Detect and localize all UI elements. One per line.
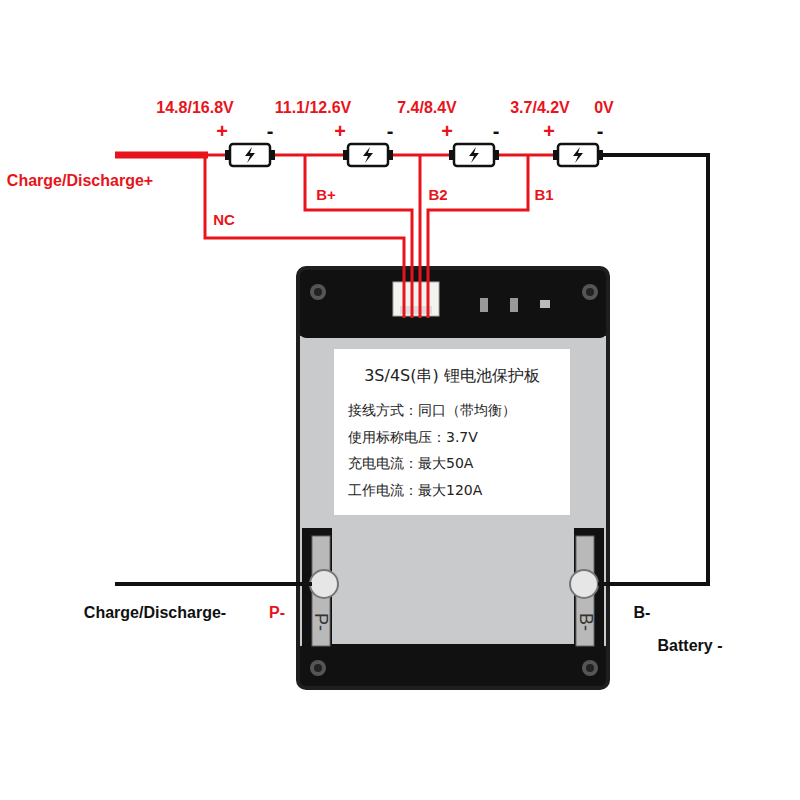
spec-line: 接线方式：同口（带均衡）: [348, 397, 556, 424]
spec-line: 工作电流：最大120A: [348, 477, 556, 504]
polarity-sign: -: [267, 120, 274, 142]
wires: [115, 155, 708, 584]
spec-sticker: 3S/4S(串) 锂电池保护板接线方式：同口（带均衡）使用标称电压：3.7V充电…: [334, 349, 570, 516]
voltage-label: 7.4/8.4V: [397, 99, 457, 117]
polarity-sign: +: [216, 120, 228, 142]
voltage-label: 0V: [594, 99, 614, 117]
terminal-label: Battery -: [658, 637, 723, 655]
polarity-sign: +: [441, 120, 453, 142]
polarity-sign: -: [597, 120, 604, 142]
polarity-sign: +: [334, 120, 346, 142]
terminal-label: B-: [634, 604, 651, 622]
silkscreen-label: P-: [310, 613, 330, 631]
terminal-label: Charge/Discharge+: [7, 172, 153, 190]
wire-label: B2: [428, 187, 447, 204]
voltage-label: 3.7/4.2V: [510, 99, 570, 117]
terminal-label: Charge/Discharge-: [84, 604, 226, 622]
wire-label: B1: [534, 187, 553, 204]
wire-label: NC: [213, 212, 235, 229]
spec-line: 使用标称电压：3.7V: [348, 424, 556, 451]
polarity-sign: -: [387, 120, 394, 142]
spec-line: 充电电流：最大50A: [348, 450, 556, 477]
sticker-heading: 3S/4S(串) 锂电池保护板: [348, 361, 556, 391]
bms-board: [296, 266, 610, 690]
terminal-label: P-: [269, 604, 285, 622]
battery-cells: [225, 144, 603, 166]
wire-label: B+: [316, 187, 336, 204]
polarity-sign: +: [543, 120, 555, 142]
voltage-label: 11.1/12.6V: [275, 99, 352, 117]
polarity-sign: -: [493, 120, 500, 142]
voltage-label: 14.8/16.8V: [156, 99, 233, 117]
silkscreen-label: B-: [575, 613, 595, 631]
